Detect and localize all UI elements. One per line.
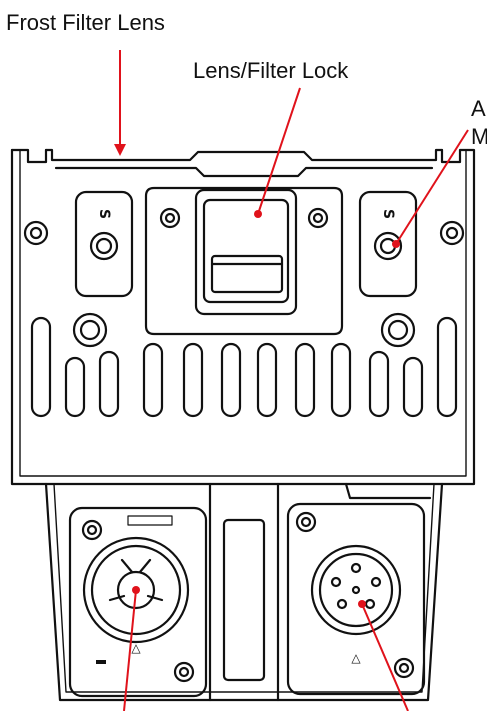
power-connector: △	[68, 506, 208, 698]
power-callout	[123, 589, 137, 711]
svg-text:S: S	[96, 209, 112, 219]
vent-slots	[30, 316, 458, 418]
label-frost-filter-lens: Frost Filter Lens	[6, 10, 165, 35]
svg-text:△: △	[351, 651, 361, 665]
adjust-callout	[395, 129, 469, 245]
data-callout	[361, 603, 409, 711]
callout-lines	[114, 50, 469, 711]
svg-text:△: △	[131, 641, 141, 655]
right-adjust-plate: S	[358, 190, 418, 298]
filter-slot	[10, 148, 476, 486]
label-cut-off-m: M	[471, 124, 487, 149]
lens-filter-lock-housing	[144, 186, 344, 336]
left-adjust-plate: S	[74, 190, 134, 298]
lock-callout	[257, 87, 301, 215]
label-cut-off-a: A	[471, 96, 486, 121]
connector-body	[44, 482, 444, 702]
label-lens-filter-lock: Lens/Filter Lock	[193, 58, 349, 83]
data-connector: △	[286, 502, 426, 696]
side-ears	[23, 220, 465, 246]
svg-text:S: S	[380, 209, 396, 219]
